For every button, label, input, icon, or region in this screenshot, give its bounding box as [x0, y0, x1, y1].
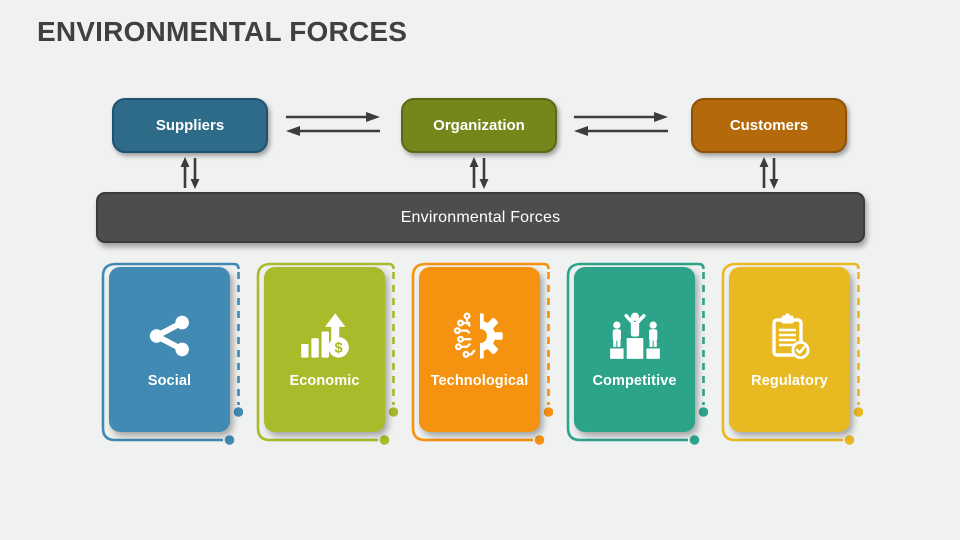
node-customers: Customers	[691, 98, 847, 153]
card-label: Regulatory	[751, 373, 828, 389]
card-label: Technological	[430, 373, 529, 389]
node-organization-label: Organization	[433, 117, 525, 134]
svg-text:$: $	[334, 340, 342, 356]
growth-chart-dollar-icon: $	[300, 310, 350, 362]
competitive-card: Competitive	[574, 267, 695, 432]
page-title: ENVIRONMENTAL FORCES	[37, 16, 408, 47]
circuit-gear-icon	[453, 310, 507, 362]
node-customers-label: Customers	[729, 117, 809, 134]
clipboard-check-icon	[767, 310, 813, 362]
environmental-forces-bar-label: Environmental Forces	[400, 208, 561, 226]
card-outline	[101, 262, 243, 445]
force-card-economic: $ Economic	[252, 257, 398, 453]
podium-winners-icon	[607, 310, 663, 362]
updown-arrows-icon	[469, 157, 489, 189]
environmental-forces-bar: Environmental Forces	[96, 192, 865, 243]
node-organization: Organization	[401, 98, 557, 153]
economic-card: $ Economic	[264, 267, 385, 432]
card-outline	[256, 262, 398, 445]
force-card-technological: Technological	[407, 257, 553, 453]
force-card-social: Social	[97, 257, 243, 453]
share-icon	[147, 310, 193, 362]
card-label: Economic	[289, 373, 360, 389]
technological-card: Technological	[419, 267, 540, 432]
card-label: Social	[147, 373, 192, 389]
force-card-competitive: Competitive	[562, 257, 708, 453]
card-label: Competitive	[592, 373, 677, 389]
force-card-regulatory: Regulatory	[717, 257, 863, 453]
social-card: Social	[109, 267, 230, 432]
card-outline	[721, 262, 863, 445]
node-suppliers-label: Suppliers	[155, 117, 225, 134]
updown-arrows-icon	[759, 157, 779, 189]
regulatory-card: Regulatory	[729, 267, 850, 432]
node-suppliers: Suppliers	[112, 98, 268, 153]
card-outline	[566, 262, 708, 445]
card-outline	[411, 262, 553, 445]
exchange-arrows-icon	[286, 112, 380, 136]
updown-arrows-icon	[180, 157, 200, 189]
exchange-arrows-icon	[574, 112, 668, 136]
